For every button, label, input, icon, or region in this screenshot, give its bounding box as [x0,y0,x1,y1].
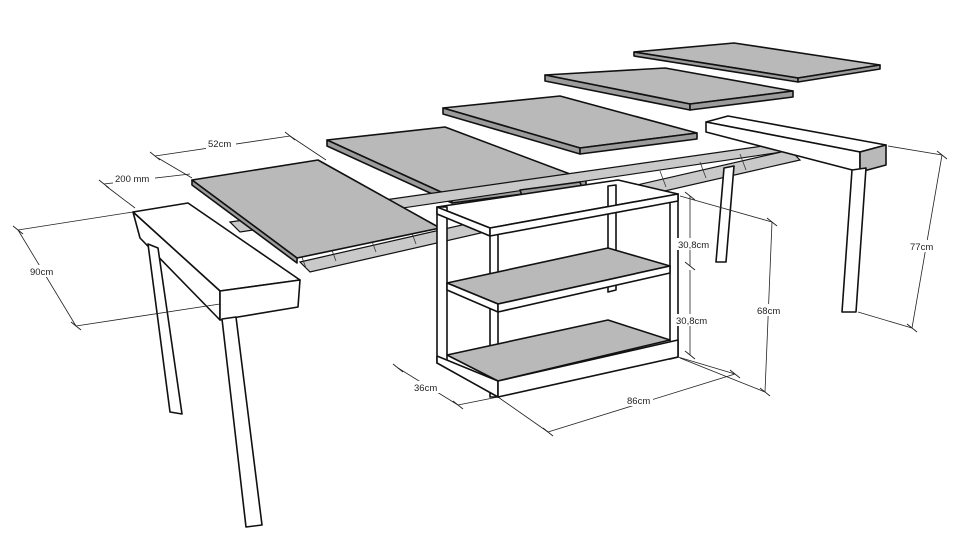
dim-cabinet-height: 68cm [679,195,783,397]
dim-shelf-gap-lower: 30,8cm [674,270,712,360]
dim-label-plank-width: 52cm [208,139,231,150]
dim-depth: 90cm [12,211,221,331]
table-end-left [132,202,301,528]
cabinet-middle-shelf [446,247,671,313]
dim-plank-width: 52cm [149,131,327,179]
dim-cabinet-width: 86cm [497,356,741,437]
dim-table-height: 77cm [857,145,948,333]
cabinet-bottom-shelf [436,319,679,398]
extension-leaf-2 [442,95,698,155]
extension-leaf-4 [633,42,881,83]
table-end-right [705,115,887,313]
dim-label-cabinet-width: 86cm [627,396,650,407]
dim-label-depth: 90cm [30,267,53,278]
left-back-leg [147,243,183,415]
left-front-leg [221,316,263,528]
dim-shelf-gap-upper: 30,8cm [676,191,714,271]
dim-label-shelf-gap-lower: 30,8cm [676,316,707,327]
dim-cabinet-depth: 36cm [392,363,499,410]
dim-label-cabinet-height: 68cm [757,306,780,317]
dim-plank-spacing: 200 mm [98,172,191,209]
right-back-leg [715,165,735,263]
right-front-leg [841,167,867,313]
dim-label-table-height: 77cm [910,242,933,253]
extension-leaf-3 [544,67,794,111]
dim-label-cabinet-depth: 36cm [414,383,437,394]
extension-leaf-1 [326,126,587,204]
dim-label-shelf-gap-upper: 30,8cm [678,240,709,251]
dim-label-plank-spacing: 200 mm [115,174,149,185]
storage-cabinet [436,179,679,398]
